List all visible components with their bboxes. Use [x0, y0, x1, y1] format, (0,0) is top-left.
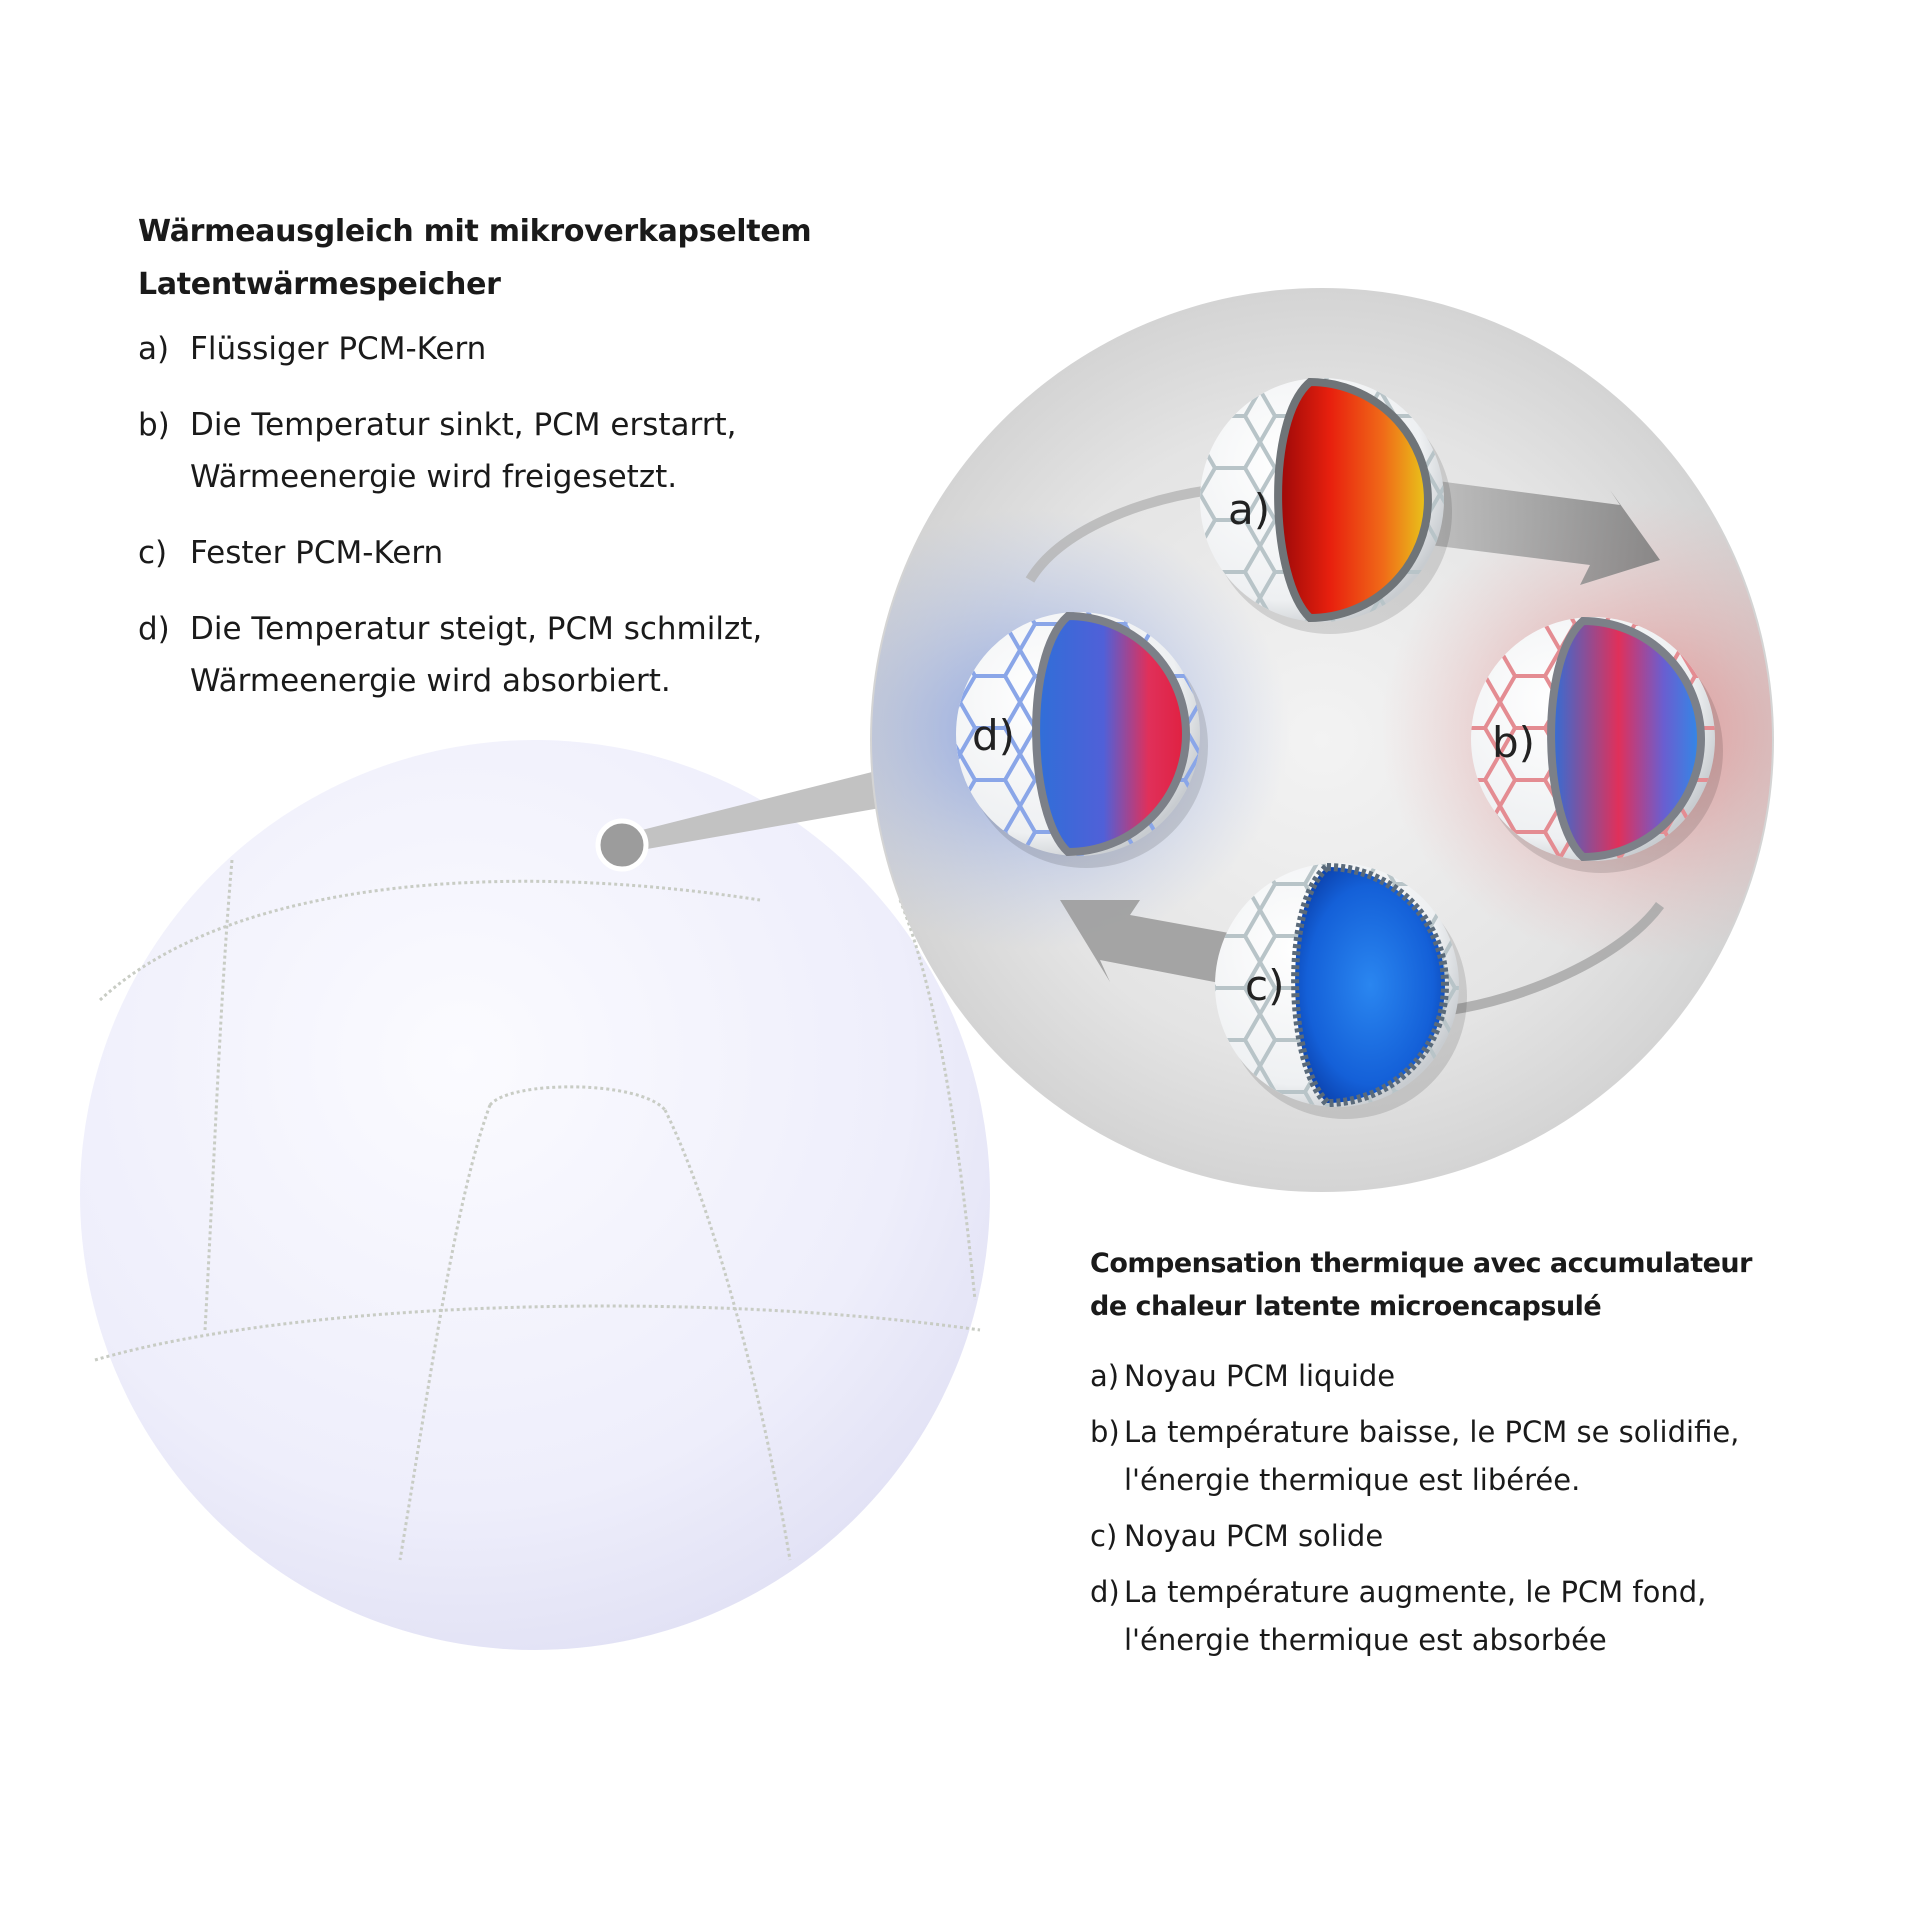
french-title: Compensation thermique avec accumulateur… [1090, 1248, 1752, 1322]
german-title: Wärmeausgleich mit mikroverkapseltem Lat… [138, 214, 812, 302]
capsule-label-b: b) [1492, 718, 1535, 767]
cycle-arrows [1025, 480, 1665, 1015]
capsule-label-a: a) [1228, 485, 1270, 534]
capsule-label-c: c) [1245, 961, 1284, 1010]
capsule-d-melting-core [956, 611, 1208, 868]
arrow-c-to-d [1060, 900, 1240, 985]
french-item-a: a) Noyau PCM liquide [1090, 1359, 1396, 1393]
french-item-b: b) La température baisse, le PCM se soli… [1090, 1415, 1740, 1497]
german-item-b: b) Die Temperatur sinkt, PCM erstarrt, W… [138, 407, 737, 495]
german-item-a: a) Flüssiger PCM-Kern [138, 331, 487, 367]
french-legend: Compensation thermique avec accumulateur… [1090, 1242, 1870, 1672]
zoom-connector [595, 770, 880, 872]
capsule-a-liquid-core [1200, 377, 1452, 634]
german-item-d: d) Die Temperatur steigt, PCM schmilzt, … [138, 611, 763, 699]
german-legend: Wärmeausgleich mit mikroverkapseltem Lat… [138, 205, 858, 731]
french-item-c: c) Noyau PCM solide [1090, 1519, 1384, 1553]
arrow-a-to-b [1430, 480, 1660, 585]
capsule-c-solid-core [1215, 862, 1467, 1119]
capsule-label-d: d) [972, 711, 1015, 760]
duvet-fabric-circle [80, 740, 990, 1650]
french-item-d: d) La température augmente, le PCM fond,… [1090, 1575, 1707, 1657]
german-item-c: c) Fester PCM-Kern [138, 535, 444, 571]
capsule-b-solidifying-core [1471, 616, 1723, 873]
